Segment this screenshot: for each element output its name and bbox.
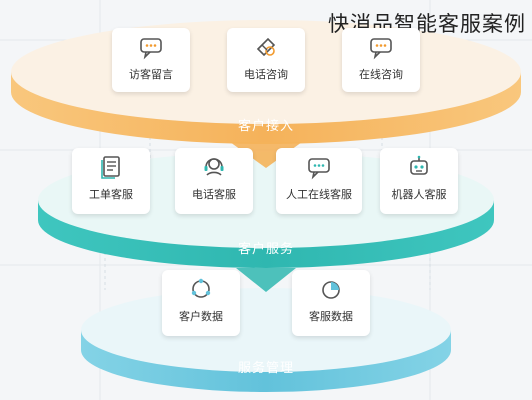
- card-label: 客户数据: [179, 310, 223, 323]
- card-robot-service[interactable]: 机器人客服: [380, 148, 458, 214]
- card-online-consult[interactable]: 在线咨询: [342, 28, 420, 92]
- card-label: 在线咨询: [359, 68, 403, 81]
- chat-bubble-icon: [308, 158, 330, 180]
- card-label: 工单客服: [89, 188, 133, 201]
- card-label: 机器人客服: [391, 188, 447, 201]
- card-label: 人工在线客服: [286, 188, 352, 201]
- card-label: 客服数据: [309, 310, 353, 323]
- card-label: 电话客服: [192, 188, 236, 201]
- chat-bubble-icon: [370, 38, 392, 60]
- phone-wrench-icon: [256, 37, 276, 57]
- layer-label-bottom: 服务管理: [237, 361, 295, 376]
- robot-icon: [410, 155, 428, 175]
- middle-ring-band: [38, 200, 494, 268]
- card-phone-consult[interactable]: 电话咨询: [227, 28, 305, 92]
- card-ticket-service[interactable]: 工单客服: [72, 148, 150, 214]
- top-ring-band: [11, 72, 521, 144]
- pie-chart-icon: [322, 281, 340, 299]
- bottom-ring-band: [81, 330, 451, 392]
- card-visitor-message[interactable]: 访客留言: [112, 28, 190, 92]
- chat-bubble-icon: [140, 38, 162, 60]
- headset-icon: [204, 158, 224, 176]
- card-customer-data[interactable]: 客户数据: [162, 270, 240, 336]
- card-agent-data[interactable]: 客服数据: [292, 270, 370, 336]
- cycle-icon: [191, 278, 211, 298]
- card-label: 访客留言: [129, 68, 173, 81]
- layer-label-middle: 客户服务: [237, 242, 295, 257]
- card-label: 电话咨询: [244, 68, 288, 81]
- card-phone-service[interactable]: 电话客服: [175, 148, 253, 214]
- document-icon: [101, 156, 120, 179]
- card-human-online-service[interactable]: 人工在线客服: [276, 148, 362, 214]
- layer-label-top: 客户接入: [237, 119, 295, 134]
- arrow-down-2: [236, 268, 296, 292]
